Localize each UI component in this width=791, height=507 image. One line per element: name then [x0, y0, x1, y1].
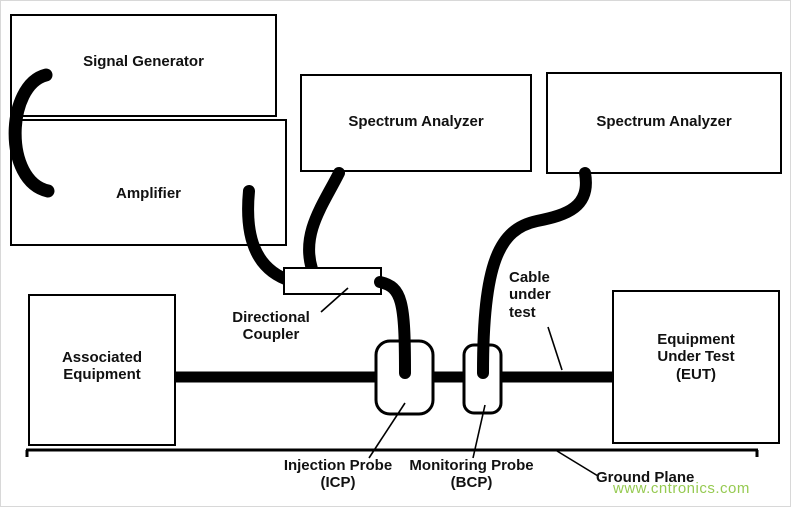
associated-equipment-box — [28, 294, 176, 446]
signal-generator-box — [10, 14, 277, 117]
signal-generator-label: Signal Generator — [83, 53, 204, 70]
directional-coupler-label: Directional Coupler — [232, 309, 310, 344]
spectrum-analyzer-1-box — [300, 74, 532, 172]
cable-signal-generator-amplifier — [8, 68, 55, 198]
spectrum-analyzer-2-label: Spectrum Analyzer — [596, 113, 732, 130]
associated-equipment-label: Associated Equipment — [61, 349, 143, 384]
spectrum-analyzer-1-label: Spectrum Analyzer — [348, 113, 484, 130]
spectrum-analyzer-2-box — [546, 72, 782, 174]
pointer-cable-under-test — [547, 326, 563, 371]
pointer-directional-coupler — [320, 287, 349, 313]
eut-label: Equipment Under Test (EUT) — [657, 331, 735, 383]
monitoring-probe-label: Monitoring Probe (BCP) — [409, 457, 534, 492]
cable-analyzer1-coupler — [303, 167, 345, 275]
pointer-injection-probe — [368, 402, 406, 459]
eut-box — [612, 290, 780, 444]
directional-coupler-box — [283, 267, 382, 295]
injection-probe-label: Injection Probe (ICP) — [283, 457, 393, 492]
pointer-ground-plane — [556, 450, 599, 477]
cable-coupler-injection-probe — [374, 276, 411, 379]
cable-analyzer2-monitoring-probe — [477, 167, 592, 379]
cable-amplifier-coupler — [242, 185, 297, 287]
watermark: www.cntronics.com — [613, 480, 750, 497]
ground-plane-label: Ground Plane — [596, 469, 695, 486]
amplifier-label: Amplifier — [115, 185, 181, 202]
amplifier-box — [10, 119, 287, 246]
pointer-monitoring-probe — [472, 404, 486, 459]
cable-under-test-label: Cable under test — [509, 269, 551, 321]
